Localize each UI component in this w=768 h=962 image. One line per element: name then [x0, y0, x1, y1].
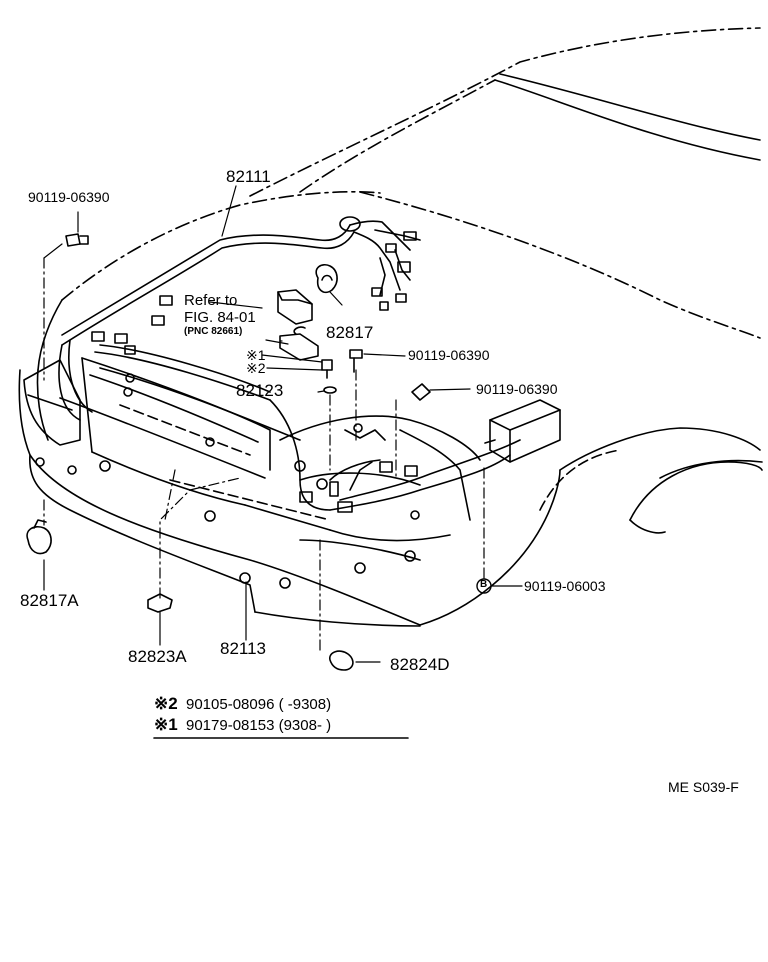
ref-pnc: (PNC 82661) [184, 326, 243, 337]
fuse-box [484, 399, 561, 463]
note-2-text: 90105-08096 ( -9308) [186, 696, 332, 713]
circle-b-letter: B [480, 579, 488, 590]
ref-fig: FIG. 84-01 [184, 309, 256, 326]
drawing-code: ME S039-F [668, 779, 739, 795]
part-90119-06003-label: 90119-06003 [524, 578, 606, 594]
star1-marker: ※1 [246, 347, 266, 363]
part-90119-06390-top-label: 90119-06390 [28, 189, 110, 205]
car-body-outline [18, 27, 763, 627]
leader-lines [43, 243, 485, 651]
part-90119-06390-center-label: 90119-06390 [408, 347, 490, 363]
note-1-mark: ※1 [154, 715, 178, 734]
ref-refer-to: Refer to [184, 292, 238, 309]
part-82113-label: 82113 [220, 639, 267, 658]
relay-block [277, 289, 319, 361]
part-82823A-label: 82823A [128, 647, 187, 666]
part-82111-label: 82111 [226, 167, 271, 186]
part-82123-label: 82123 [236, 381, 284, 400]
note-1-text: 90179-08153 (9308- ) [186, 717, 332, 734]
part-90119-06390-right-label: 90119-06390 [476, 381, 558, 397]
star2-marker: ※2 [246, 360, 266, 376]
clamp-82817 [315, 263, 338, 294]
note-2-mark: ※2 [154, 694, 178, 713]
harness-82111 [58, 216, 521, 513]
part-82817-label: 82817 [326, 323, 374, 342]
circle-b-marker [476, 578, 492, 594]
callout-leaders [43, 185, 523, 663]
part-82817A-label: 82817A [20, 591, 79, 610]
part-82824D-label: 82824D [390, 655, 450, 674]
